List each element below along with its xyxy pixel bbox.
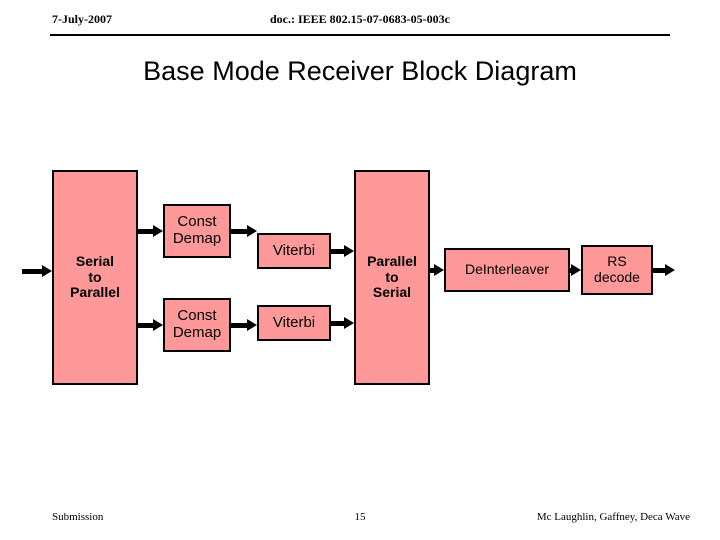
arrow-head	[247, 225, 257, 237]
block-serial-to-parallel: Serial to Parallel	[52, 170, 138, 385]
block-label: Const Demap	[172, 213, 222, 247]
header-divider	[50, 34, 670, 36]
arrow-head	[344, 317, 354, 329]
arrow-shaft	[653, 268, 665, 273]
arrow-head	[665, 264, 675, 276]
block-const-demap-2: Const Demap	[163, 298, 231, 352]
block-label: DeInterleaver	[464, 261, 550, 278]
page-title: Base Mode Receiver Block Diagram	[143, 56, 577, 86]
block-label: Parallel to Serial	[367, 252, 417, 301]
slide-header: 7-July-2007 doc.: IEEE 802.15-07-0683-05…	[0, 0, 720, 40]
arrow-rs-decode-output	[653, 264, 675, 276]
arrow-viterbi-2-to-parallel-to-serial	[331, 317, 354, 329]
arrow-shaft	[570, 268, 571, 273]
arrow-head	[153, 319, 163, 331]
arrow-head	[153, 225, 163, 237]
arrow-serial-to-parallel-to-const-demap-1	[138, 225, 163, 237]
arrow-head	[434, 264, 444, 276]
arrow-serial-to-parallel-to-const-demap-2	[138, 319, 163, 331]
arrow-input-to-serial-to-parallel	[22, 265, 52, 277]
arrow-shaft	[331, 249, 344, 254]
arrow-shaft	[231, 323, 247, 328]
arrow-shaft	[430, 268, 434, 273]
arrow-const-demap-1-to-viterbi-1	[231, 225, 257, 237]
block-viterbi-1: Viterbi	[257, 233, 331, 269]
arrow-shaft	[231, 229, 247, 234]
block-label: Const Demap	[172, 307, 222, 341]
arrow-viterbi-1-to-parallel-to-serial	[331, 245, 354, 257]
arrow-shaft	[22, 269, 42, 274]
block-label: Viterbi	[272, 313, 316, 331]
header-document-number: doc.: IEEE 802.15-07-0683-05-003c	[270, 12, 450, 26]
block-label: Viterbi	[272, 241, 316, 259]
block-parallel-to-serial: Parallel to Serial	[354, 170, 430, 385]
arrow-head	[42, 265, 52, 277]
footer-authors: Mc Laughlin, Gaffney, Deca Wave	[536, 511, 690, 523]
arrow-head	[247, 319, 257, 331]
arrow-head	[344, 245, 354, 257]
arrow-parallel-to-serial-to-deinterleaver	[430, 264, 444, 276]
arrow-shaft	[138, 323, 153, 328]
block-rs-decode: RS decode	[581, 245, 653, 295]
block-viterbi-2: Viterbi	[257, 305, 331, 341]
arrow-shaft	[138, 229, 153, 234]
arrow-head	[571, 264, 581, 276]
arrow-shaft	[331, 321, 344, 326]
arrow-const-demap-2-to-viterbi-2	[231, 319, 257, 331]
footer-submission: Submission	[52, 511, 104, 523]
block-label: RS decode	[594, 253, 640, 285]
block-const-demap-1: Const Demap	[163, 204, 231, 258]
block-label: Serial to Parallel	[70, 252, 120, 301]
footer-page-number: 15	[354, 511, 366, 523]
header-date: 7-July-2007	[52, 12, 112, 26]
arrow-deinterleaver-to-rs-decode	[570, 264, 581, 276]
block-deinterleaver: DeInterleaver	[444, 248, 570, 292]
